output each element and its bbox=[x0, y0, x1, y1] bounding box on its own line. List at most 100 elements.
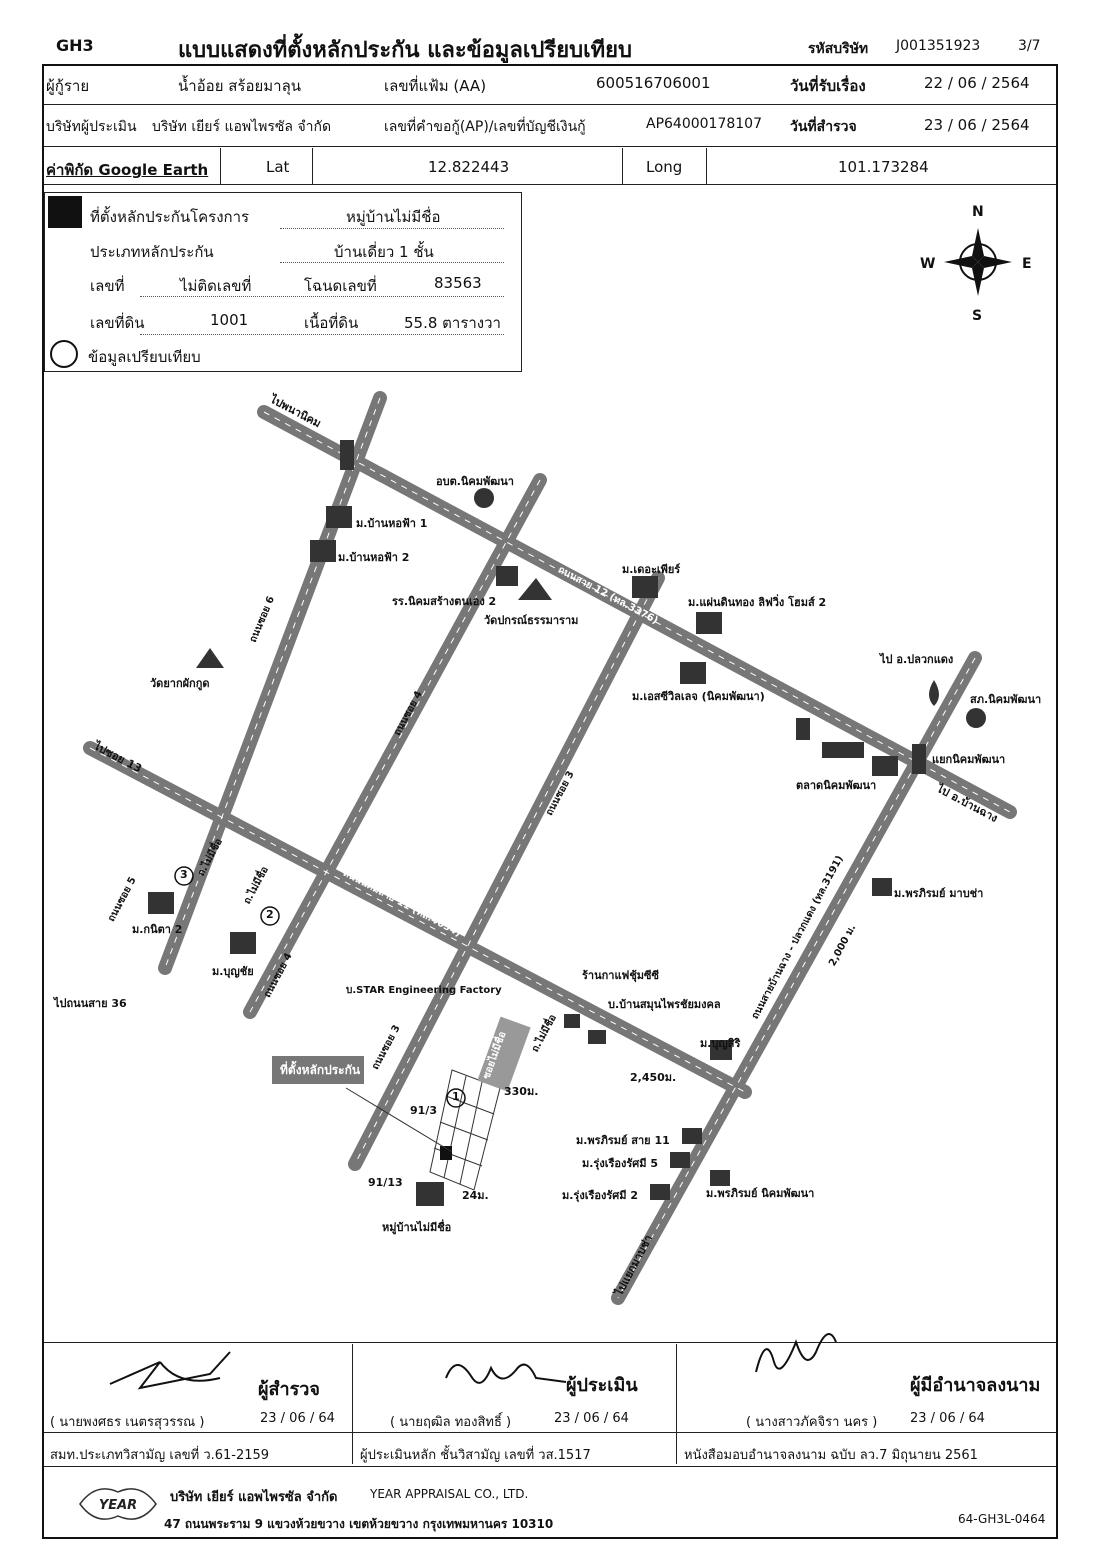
map-label: ไป อ.ปลวกแดง bbox=[880, 653, 954, 666]
house-icon bbox=[682, 1128, 702, 1144]
house-icon bbox=[416, 1182, 444, 1206]
map-label: ม.พรภิรมย์ นิคมพัฒนา bbox=[706, 1187, 815, 1200]
school-icon bbox=[496, 566, 518, 586]
deed-no: 83563 bbox=[434, 274, 482, 292]
map-label: ม.บ้านหอฟ้า 2 bbox=[338, 551, 410, 564]
borrower-label: ผู้กู้ราย bbox=[46, 77, 90, 95]
shop-icon bbox=[796, 718, 810, 740]
dotted-rule bbox=[140, 334, 504, 335]
govt-seal-icon bbox=[474, 488, 494, 508]
cell-divider bbox=[312, 148, 313, 184]
company-logo: YEAR bbox=[79, 1488, 157, 1520]
company-name-en: YEAR APPRAISAL CO., LTD. bbox=[370, 1487, 529, 1501]
company-code-label: รหัสบริษัท bbox=[808, 41, 869, 57]
house-icon bbox=[872, 756, 898, 776]
fuel-drop-icon bbox=[929, 680, 939, 706]
traffic-light-icon bbox=[912, 744, 926, 774]
area-value: 55.8 ตารางวา bbox=[404, 314, 501, 332]
dotted-rule bbox=[280, 228, 504, 229]
cell-divider bbox=[622, 148, 623, 184]
request-no: AP64000178107 bbox=[646, 116, 762, 132]
house-icon bbox=[632, 576, 658, 598]
lat-label: Lat bbox=[266, 158, 290, 176]
cell-divider bbox=[706, 148, 707, 184]
map-label: ตลาดนิคมพัฒนา bbox=[796, 779, 877, 792]
lat-value: 12.822443 bbox=[428, 158, 510, 176]
map-label: บ.บ้านสมุนไพรชัยมงคล bbox=[608, 998, 721, 1011]
marker-1-circle bbox=[446, 1088, 466, 1108]
surveyor-label: ผู้สำรวจ bbox=[258, 1379, 320, 1400]
map-label: 24ม. bbox=[462, 1189, 489, 1202]
shop-icon bbox=[588, 1030, 606, 1044]
temple-icon bbox=[518, 578, 552, 600]
file-no-label: เลขที่แฟ้ม (AA) bbox=[384, 77, 487, 95]
borrower-name: น้ำอ้อย สร้อยมาลุน bbox=[178, 77, 302, 95]
row-divider bbox=[44, 146, 1056, 147]
coords-label: ค่าพิกัด Google Earth bbox=[46, 161, 209, 179]
collateral-value: หมู่บ้านไม่มีชื่อ bbox=[346, 208, 441, 226]
house-icon bbox=[710, 1170, 730, 1186]
page-title: แบบแสดงที่ตั้งหลักประกัน และข้อมูลเปรียบ… bbox=[178, 38, 632, 63]
house-icon bbox=[872, 878, 892, 896]
row-divider bbox=[44, 1432, 1056, 1433]
store-icon bbox=[822, 742, 864, 758]
survey-date: 23 / 06 / 2564 bbox=[924, 116, 1030, 134]
compass-icon bbox=[944, 228, 1012, 296]
map-label: วัดยากผักกูด bbox=[150, 677, 210, 690]
comparison-label: ข้อมูลเปรียบเทียบ bbox=[88, 348, 201, 366]
map-label: ม.บุญสิริ bbox=[700, 1037, 741, 1050]
temple-icon bbox=[196, 648, 224, 668]
collateral-swatch bbox=[48, 196, 82, 228]
appraiser-name: ( นายฤฒิล ทองสิทธิ์ ) bbox=[390, 1415, 512, 1430]
survey-label: วันที่สำรวจ bbox=[790, 119, 857, 135]
map-label: ม.เอสซีวิลเลจ (นิคมพัฒนา) bbox=[632, 690, 765, 703]
form-code: GH3 bbox=[56, 36, 94, 55]
compass-s: S bbox=[972, 308, 983, 324]
house-icon bbox=[710, 1040, 732, 1060]
long-value: 101.173284 bbox=[838, 158, 929, 176]
signer-signature bbox=[755, 1333, 837, 1373]
comparison-markers bbox=[174, 866, 466, 1108]
house-icon bbox=[650, 1184, 670, 1200]
map-label: สภ.นิคมพัฒนา bbox=[970, 693, 1042, 706]
surveyor-license: สมท.ประเภทวิสามัญ เลขที่ ว.61-2159 bbox=[50, 1448, 270, 1463]
landmark-icons bbox=[148, 440, 986, 1206]
company-code: J001351923 bbox=[896, 38, 981, 54]
cell-divider bbox=[676, 1344, 677, 1464]
collateral-marker bbox=[440, 1146, 452, 1160]
dotted-rule bbox=[140, 296, 504, 297]
house-icon bbox=[696, 612, 722, 634]
map-label: ม.บุญชัย bbox=[212, 965, 254, 978]
row-divider bbox=[44, 1466, 1056, 1467]
legend-box bbox=[44, 192, 522, 372]
marker-3-label: 3 bbox=[180, 868, 188, 881]
compass-n: N bbox=[972, 204, 984, 220]
map-label: บ.STAR Engineering Factory bbox=[346, 985, 502, 996]
marker-1-label: 1 bbox=[452, 1090, 460, 1103]
request-no-label: เลขที่คำขอกู้(AP)/เลขที่บัญชีเงินกู้ bbox=[384, 119, 586, 135]
police-seal-icon bbox=[966, 708, 986, 728]
map-label: ม.พรภิรมย์ มาบช่า bbox=[894, 887, 984, 900]
signer-date: 23 / 06 / 64 bbox=[910, 1411, 985, 1426]
nameless-soi bbox=[477, 1016, 531, 1092]
map-label: หมู่บ้านไม่มีชื่อ bbox=[382, 1221, 452, 1234]
deed-label: โฉนดเลขที่ bbox=[304, 277, 377, 295]
surveyor-signature bbox=[109, 1351, 231, 1390]
dotted-rule bbox=[280, 262, 504, 263]
location-map bbox=[83, 391, 1017, 1305]
house-icon bbox=[326, 506, 352, 528]
collateral-label: ที่ตั้งหลักประกันโครงการ bbox=[90, 208, 250, 226]
received-label: วันที่รับเรื่อง bbox=[790, 77, 866, 95]
signer-name: ( นางสาวภัคจิรา นคร ) bbox=[746, 1415, 878, 1430]
house-icon bbox=[670, 1152, 690, 1168]
map-label: รร.นิคมสร้างตนเอง 2 bbox=[392, 595, 497, 608]
marker-2-label: 2 bbox=[266, 908, 274, 921]
signer-label: ผู้มีอำนาจลงนาม bbox=[910, 1375, 1041, 1396]
map-label: อบต.นิคมพัฒนา bbox=[436, 475, 514, 488]
row-divider bbox=[44, 1342, 1056, 1343]
surveyor-name: ( นายพงศธร เนตรสุวรรณ ) bbox=[50, 1415, 205, 1430]
document-frame bbox=[42, 64, 1058, 1539]
map-label: วัดปกรณ์ธรรมาราม bbox=[484, 614, 579, 627]
collateral-tag-label: ที่ตั้งหลักประกัน bbox=[280, 1063, 361, 1077]
land-no: 1001 bbox=[210, 311, 249, 329]
